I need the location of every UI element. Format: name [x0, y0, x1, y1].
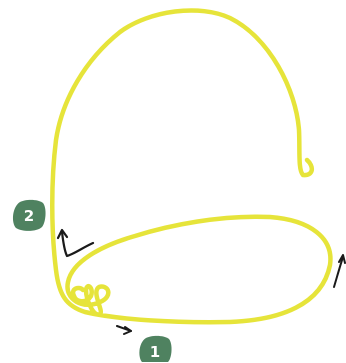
- step-badge-2: 2: [13, 200, 46, 231]
- arrow-up-curved-icon: [58, 230, 93, 256]
- arrow-up-icon: [334, 255, 345, 287]
- step-badge-1: 1: [139, 336, 171, 362]
- route-path: [52, 10, 330, 322]
- arrow-right-icon: [117, 326, 131, 334]
- badge-label: 2: [24, 207, 34, 225]
- badge-label: 1: [150, 343, 160, 361]
